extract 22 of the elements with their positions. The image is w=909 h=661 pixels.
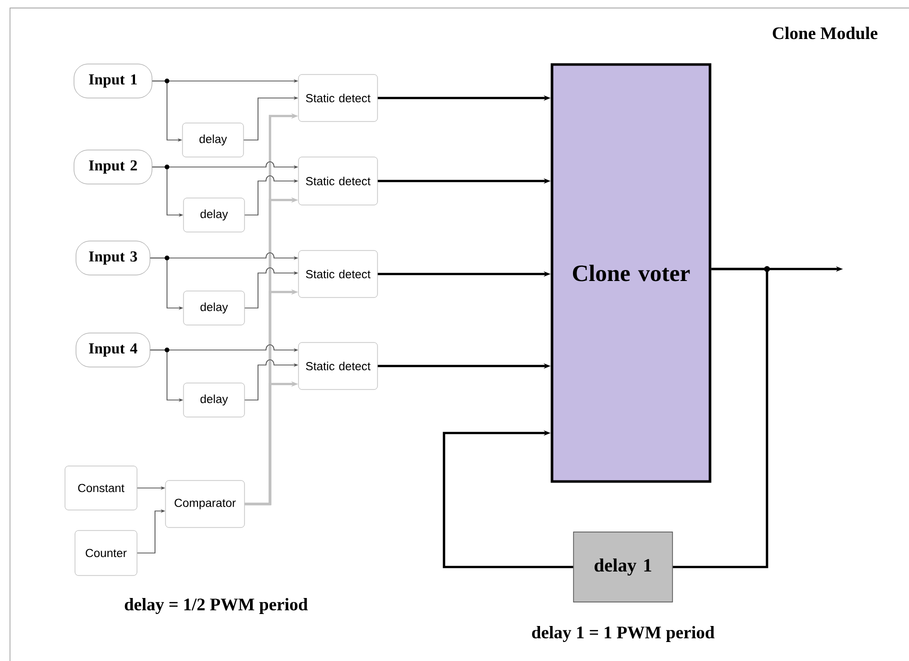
connector-line: [672, 268, 768, 568]
input-terminal: Input 2: [74, 150, 152, 184]
process-box: Static detect: [298, 250, 378, 298]
process-box: delay: [183, 290, 245, 326]
input-terminal: Input 3: [76, 240, 150, 276]
title: Clone Module: [772, 26, 878, 40]
process-box: delay: [182, 122, 244, 158]
process-box: delay: [183, 198, 245, 232]
arrow: [442, 430, 574, 568]
delay-block: delay 1: [573, 532, 673, 602]
voter-block: Clone voter: [550, 63, 712, 483]
process-box: Counter: [74, 530, 138, 576]
process-box: delay: [183, 382, 245, 418]
note: delay 1 = 1 PWM period: [532, 626, 714, 642]
input-terminal: Input 1: [74, 64, 152, 98]
note: delay = 1/2 PWM period: [124, 598, 308, 614]
process-box: Comparator: [165, 480, 245, 528]
process-box: Constant: [64, 466, 138, 510]
process-box: Static detect: [298, 342, 378, 390]
input-terminal: Input 4: [76, 332, 150, 368]
process-box: Static detect: [298, 74, 378, 122]
process-box: Static detect: [298, 156, 378, 206]
